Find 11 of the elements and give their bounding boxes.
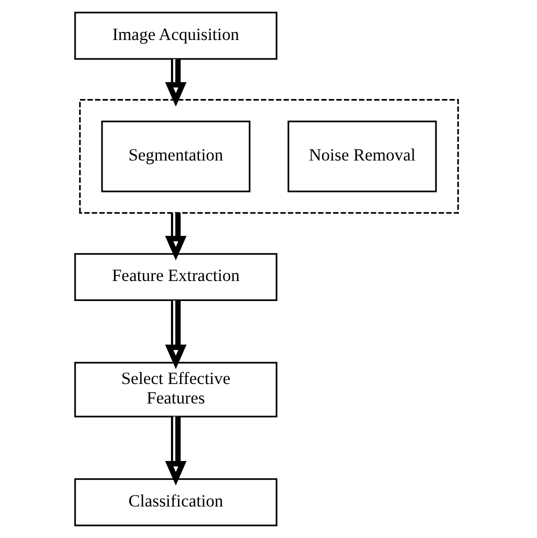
- node-box: Noise Removal: [287, 120, 436, 192]
- node-box: Classification: [74, 478, 277, 526]
- arrow: [164, 416, 186, 486]
- cluster: [78, 99, 458, 214]
- node-box: Select Effective Features: [74, 362, 277, 418]
- node-box: Feature Extraction: [74, 253, 277, 302]
- arrow: [164, 59, 186, 107]
- node-box: Segmentation: [100, 120, 250, 192]
- arrow: [164, 300, 186, 370]
- node-box: Image Acquisition: [74, 12, 277, 60]
- arrow: [164, 212, 186, 260]
